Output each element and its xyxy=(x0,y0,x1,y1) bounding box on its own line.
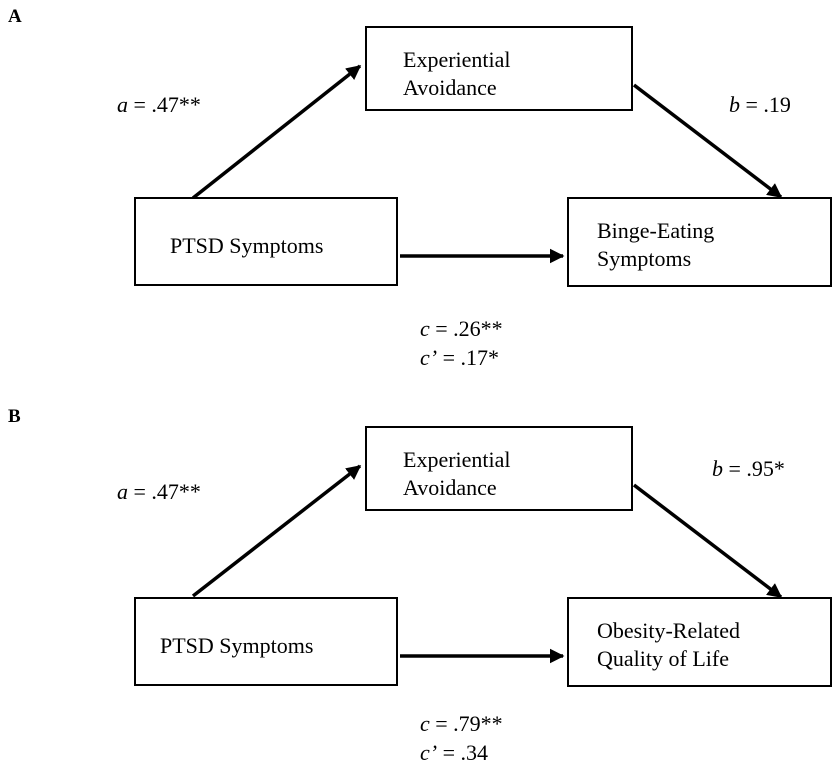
c-prime-coefficient: c’ = .34 xyxy=(420,740,488,766)
a-symbol: a xyxy=(117,479,128,504)
panel-label: A xyxy=(8,6,22,27)
predictor-box: PTSD Symptoms xyxy=(134,197,398,286)
a-symbol: a xyxy=(117,92,128,117)
mediator-label-line1: Experiential xyxy=(403,47,511,72)
panel-a: A Experiential Avoidance PTSD Symptoms B… xyxy=(0,0,834,383)
b-symbol: b xyxy=(712,456,723,481)
b-symbol: b xyxy=(729,92,740,117)
c-prime-coefficient: c’ = .17* xyxy=(420,345,499,371)
b-path-arrow xyxy=(632,83,783,199)
outcome-box: Obesity-Related Quality of Life xyxy=(567,597,832,687)
c-symbol: c xyxy=(420,316,430,341)
outcome-label-line2: Quality of Life xyxy=(597,646,729,671)
a-value: = .47** xyxy=(133,92,201,117)
c-coefficient: c = .26** xyxy=(420,316,503,342)
c-prime-symbol: c’ xyxy=(420,740,438,765)
mediator-label-line2: Avoidance xyxy=(403,475,497,500)
b-path-arrow xyxy=(632,483,783,599)
mediator-label-line1: Experiential xyxy=(403,447,511,472)
c-value: = .79** xyxy=(429,711,503,736)
c-prime-value: = .34 xyxy=(437,740,489,765)
panel-b: B Experiential Avoidance PTSD Symptoms O… xyxy=(0,400,834,783)
outcome-box: Binge-Eating Symptoms xyxy=(567,197,832,287)
b-coefficient: b = .95* xyxy=(712,456,785,482)
c-prime-value: = .17* xyxy=(437,345,500,370)
outcome-label-line1: Binge-Eating xyxy=(597,218,715,243)
c-coefficient: c = .79** xyxy=(420,711,503,737)
predictor-box: PTSD Symptoms xyxy=(134,597,398,686)
b-coefficient: b = .19 xyxy=(729,92,791,118)
path-arrows xyxy=(191,64,783,264)
panel-label: B xyxy=(8,406,21,427)
a-path-arrow xyxy=(191,64,362,200)
path-arrows xyxy=(191,464,783,664)
mediator-box: Experiential Avoidance xyxy=(365,26,633,111)
outcome-label-line2: Symptoms xyxy=(597,246,692,271)
a-path-arrow xyxy=(191,464,362,598)
c-symbol: c xyxy=(420,711,430,736)
predictor-label: PTSD Symptoms xyxy=(170,233,324,258)
c-prime-symbol: c’ xyxy=(420,345,438,370)
mediator-box: Experiential Avoidance xyxy=(365,426,633,511)
predictor-label: PTSD Symptoms xyxy=(160,633,314,658)
b-value: = .95* xyxy=(723,456,785,481)
a-coefficient: a = .47** xyxy=(117,92,201,118)
c-value: = .26** xyxy=(435,316,503,341)
a-coefficient: a = .47** xyxy=(117,479,201,505)
b-value: = .19 xyxy=(740,92,791,117)
mediator-label-line2: Avoidance xyxy=(403,75,497,100)
a-value: = .47** xyxy=(133,479,201,504)
outcome-label-line1: Obesity-Related xyxy=(597,618,740,643)
